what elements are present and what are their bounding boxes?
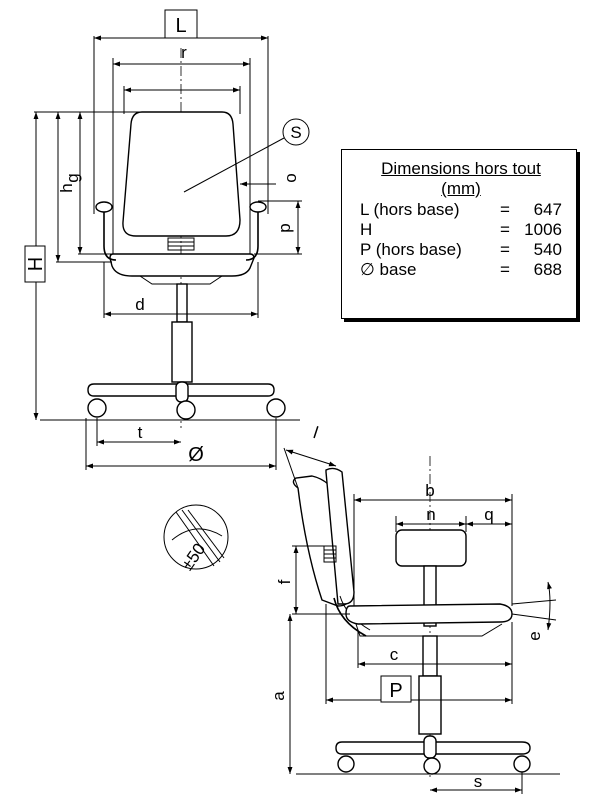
dimensions-table: Dimensions hors tout (mm) L (hors base) … [341,149,577,319]
dim-L-label: L [175,15,186,37]
side-column [418,675,442,735]
dimensions-row-label: L (hors base) [360,200,460,219]
dim-d-label: d [135,295,144,314]
dim-q-label: q [484,505,493,524]
dim-H-box [24,245,46,283]
side-back-support [333,597,367,637]
dim-p-label: p [275,223,294,232]
dimensions-table-unit: (mm) [441,179,481,198]
side-armrest [395,529,467,567]
front-caster-left [87,398,107,418]
front-base-hub [175,381,189,403]
dim-n-label: n [426,505,435,524]
dimensions-row-value: 1006 [524,220,562,239]
dimensions-row-value: 647 [533,200,562,219]
front-armrest-right [245,210,259,261]
dimensions-row-value: 540 [533,240,562,259]
dimensions-row-label: P (hors base) [360,240,462,259]
front-column [171,321,193,383]
dimensions-table-title: Dimensions hors tout [381,159,541,178]
front-armpad-right [249,201,267,213]
side-seat [345,603,513,625]
dim-l-line [285,449,337,467]
dim-s-label: s [474,772,483,791]
front-back-mechanism [167,237,195,251]
dim-f-label: f [275,579,294,584]
side-caster-left [337,755,355,773]
dim-l-label: l [311,423,320,442]
dim-t-label: t [138,423,143,442]
front-gas-lift [176,283,188,323]
front-armpad-left [95,201,113,213]
front-armrest-left [103,210,117,261]
dim-h-label: h [57,183,76,192]
front-caster-right [266,398,286,418]
dim-P-box [380,675,412,703]
dim-g-label: g [63,173,82,182]
dim-S-leader [183,137,285,193]
side-caster-center [423,757,441,775]
dim-a-label: a [269,691,288,701]
dim-P-label: P [389,680,402,702]
front-seat [109,253,255,277]
side-gas-lift [422,635,438,677]
detail-circle [163,504,229,570]
dimensions-row-eq: = [500,220,510,239]
dim-c-label: c [390,645,399,664]
dimensions-row: P (hors base) = 540 [360,240,562,260]
dimensions-row: ∅ base = 688 [360,260,562,280]
side-base-hub [423,735,437,759]
front-backrest [122,111,241,237]
dimensions-row-eq: = [500,240,510,259]
detail-view: ±50 [163,504,229,574]
dimensions-row-label: ∅ base [360,260,417,279]
side-caster-right [513,755,531,773]
front-caster-center [176,400,196,420]
dim-L-box [164,9,198,39]
dim-o-label: o [281,173,300,182]
dim-e-label: e [525,631,544,640]
detail-arc [171,528,223,541]
dimensions-row-eq: = [500,260,510,279]
dim-S-circle [282,118,310,146]
dimensions-row: L (hors base) = 647 [360,200,562,220]
dimensions-row-label: H [360,220,373,239]
dimensions-row-value: 688 [533,260,562,279]
dim-b-label: b [425,481,434,500]
dim-r-label: r [181,43,187,62]
dimensions-row-eq: = [500,200,510,219]
dim-e-arc [546,581,552,631]
dimensions-row: H = 1006 [360,220,562,240]
front-view: L r S H h g o p [24,9,310,470]
side-view: l b n q f e c P a [269,423,560,794]
dim-diameter-label: Ø [188,444,204,466]
dim-H-label: H [25,257,47,271]
dim-S-label: S [290,123,301,142]
